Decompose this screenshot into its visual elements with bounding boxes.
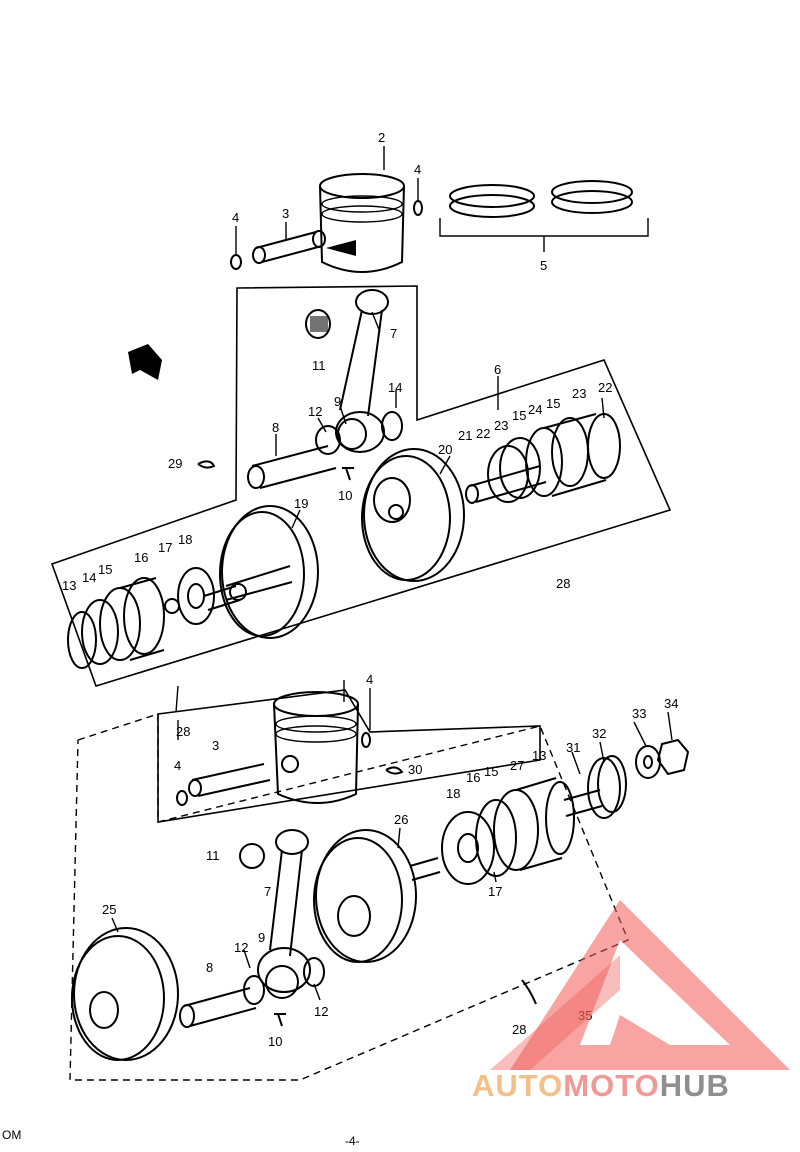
callout-label: 30 — [408, 762, 422, 777]
callout-label: 25 — [102, 902, 116, 917]
piston-ring-set — [449, 180, 633, 218]
upper-clip-left — [230, 254, 242, 270]
callout-label: 11 — [206, 848, 220, 863]
callout-label: 10 — [268, 1034, 282, 1049]
callout-label: 33 — [632, 706, 646, 721]
key-29 — [197, 460, 216, 469]
callout-label: 5 — [540, 258, 547, 273]
callout-label: 27 — [510, 758, 524, 773]
callout-label: 4 — [366, 672, 373, 687]
callout-label: 28 — [176, 724, 190, 739]
callout-label: 12 — [308, 404, 322, 419]
callout-label: 15 — [512, 408, 526, 423]
callout-label: 7 — [390, 326, 397, 341]
lower-piston-pin — [188, 763, 271, 797]
callout-label: 29 — [168, 456, 182, 471]
callout-label: 8 — [206, 960, 213, 975]
page-number: -4- — [345, 1134, 360, 1148]
callout-label: 3 — [282, 206, 289, 221]
lower-con-rod — [239, 829, 311, 993]
upper-flywheel-20 — [361, 448, 465, 582]
callout-label: 28 — [556, 576, 570, 591]
upper-con-rod — [335, 289, 389, 453]
brand-logo-triangle — [490, 900, 790, 1070]
callout-label: 19 — [294, 496, 308, 511]
callout-label: 34 — [664, 696, 678, 711]
leader-lines — [111, 146, 673, 1001]
callout-label: 18 — [178, 532, 192, 547]
lower-right-shaft — [441, 738, 690, 885]
callout-label: 18 — [446, 786, 460, 801]
callout-label: 13 — [62, 578, 76, 593]
lower-crank-pin — [179, 957, 325, 1028]
lower-piston-frame — [157, 689, 541, 823]
brand-part-3: HUB — [659, 1068, 730, 1103]
callout-label: 3 — [212, 738, 219, 753]
callout-label: 32 — [592, 726, 606, 741]
callout-label: 20 — [438, 442, 452, 457]
callout-label: 28 — [512, 1022, 526, 1037]
upper-flywheel-19 — [219, 505, 319, 639]
callout-label: 7 — [264, 884, 271, 899]
callout-label: 12 — [234, 940, 248, 955]
callout-label: 10 — [338, 488, 352, 503]
lower-flywheel-25 — [71, 927, 179, 1061]
callout-label: 15 — [546, 396, 560, 411]
callout-label: 9 — [258, 930, 265, 945]
upper-right-shaft — [465, 413, 621, 504]
callout-label: 4 — [414, 162, 421, 177]
lower-piston — [273, 691, 359, 804]
callout-label: 23 — [572, 386, 586, 401]
callout-label: 2 — [378, 130, 385, 145]
callout-label: 17 — [488, 884, 502, 899]
direction-arrow — [128, 344, 162, 380]
callout-label: 14 — [82, 570, 96, 585]
callout-label: 24 — [528, 402, 542, 417]
upper-pin-10 — [342, 467, 354, 481]
callout-label: 9 — [334, 394, 341, 409]
callout-label: 16 — [466, 770, 480, 785]
callout-label: 6 — [494, 362, 501, 377]
callout-label: 22 — [598, 380, 612, 395]
callout-label: 8 — [272, 420, 279, 435]
callout-label: 12 — [314, 1004, 328, 1019]
callout-label: 14 — [388, 380, 402, 395]
upper-piston-pin — [252, 230, 326, 264]
callout-label: 15 — [484, 764, 498, 779]
key-28-lower — [521, 979, 537, 1005]
lower-clip-right — [361, 732, 371, 748]
callout-label: 13 — [532, 748, 546, 763]
callout-labels: 2 4 4 3 5 7 11 14 6 9 12 8 29 10 19 20 2… — [62, 130, 678, 1049]
upper-clip-right — [413, 200, 423, 216]
key-30 — [385, 766, 404, 775]
callout-label: 4 — [174, 758, 181, 773]
callout-label: 31 — [566, 740, 580, 755]
callout-label: 11 — [312, 358, 326, 373]
callout-label: 23 — [494, 418, 508, 433]
small-end-bearing — [305, 309, 331, 339]
callout-label: 4 — [232, 210, 239, 225]
brand-part-2: MOTO — [563, 1068, 660, 1103]
footer-left-code: OM — [2, 1128, 22, 1142]
callout-label: 17 — [158, 540, 172, 555]
callout-label: 16 — [134, 550, 148, 565]
callout-label: 21 — [458, 428, 472, 443]
lower-flywheel-26 — [313, 829, 441, 963]
brand-part-1: AUTO — [472, 1068, 564, 1103]
upper-crank-frame — [50, 285, 672, 687]
callout-label: 15 — [98, 562, 112, 577]
lower-clip-left — [176, 790, 188, 806]
callout-label: 26 — [394, 812, 408, 827]
upper-piston — [319, 173, 405, 273]
callout-label: 22 — [476, 426, 490, 441]
upper-left-bearings — [67, 567, 241, 669]
ring-bracket — [439, 218, 649, 252]
brand-wordmark: AUTOMOTOHUB — [472, 1068, 730, 1104]
upper-crank-pin — [247, 411, 403, 489]
